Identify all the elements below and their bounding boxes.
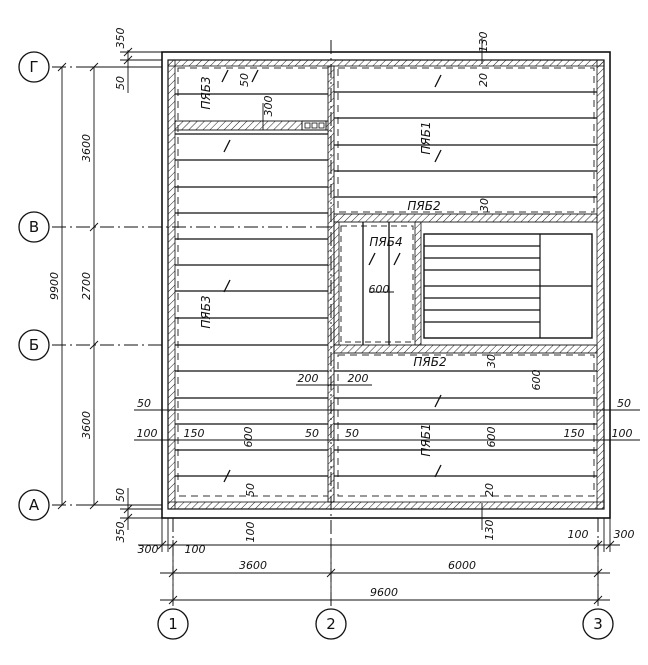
dim-mid-200-left: 200 (298, 372, 319, 385)
dim-inner-50-left: 50 (305, 427, 319, 440)
svg-text:1: 1 (168, 615, 178, 633)
dim-rhs-100: 100 (612, 427, 633, 440)
dim-rhs-50: 50 (617, 397, 631, 410)
building-outline (161, 51, 611, 519)
dim-mid-30-a: 30 (478, 198, 491, 212)
top-wall-band (167, 59, 605, 67)
dim-left-350-top: 350 (114, 28, 127, 49)
svg-text:В: В (29, 218, 39, 236)
right-wall-band (596, 59, 605, 510)
dim-rhs-150: 150 (564, 427, 585, 440)
dim-top-130: 130 (477, 32, 490, 53)
label-pyab3-top: ПЯБ3 (199, 76, 213, 109)
dim-bottom-300-right: 300 (614, 528, 635, 541)
label-pyab1-bottom: ПЯБ1 (419, 423, 433, 456)
slab-tick (434, 464, 442, 478)
dim-lhs-50: 50 (137, 397, 151, 410)
dim-top-50: 50 (238, 73, 251, 87)
dim-bottom-9600: 9600 (370, 586, 398, 599)
beam-mid-right (333, 213, 598, 223)
vent-block (301, 120, 327, 131)
axis-bubble-G: Г (18, 51, 50, 83)
dim-left-50-bottom: 50 (114, 488, 127, 502)
slab-tick (434, 394, 442, 408)
zone-stair-dashed (340, 225, 414, 343)
slab-tick (223, 279, 231, 293)
dim-bottom-100-right: 100 (568, 528, 589, 541)
axis-bubble-3: 3 (582, 608, 614, 640)
dim-left-350-bottom: 350 (114, 522, 127, 543)
label-pyab4: ПЯБ4 (369, 235, 402, 249)
slab-tick (223, 139, 231, 153)
slab-tick (221, 69, 229, 83)
zone-left-dashed (177, 67, 329, 497)
vent-cell (318, 122, 325, 129)
slab-tick (434, 149, 442, 163)
dim-bottom-300-left: 300 (138, 543, 159, 556)
beam-low-right (333, 344, 598, 354)
dim-top-20: 20 (477, 73, 490, 87)
label-pyab3-left: ПЯБ3 (199, 295, 213, 328)
dim-left-2700: 2700 (80, 272, 93, 300)
dim-bottom-20: 20 (483, 483, 496, 497)
dim-mid-30-b: 30 (485, 354, 498, 368)
dim-bottom-6000: 6000 (448, 559, 476, 572)
dim-left-9900: 9900 (48, 272, 61, 300)
dim-bottom-3600: 3600 (239, 559, 267, 572)
svg-text:Б: Б (29, 336, 39, 354)
dim-right-600: 600 (530, 370, 543, 391)
dim-stair-600: 600 (369, 283, 390, 296)
svg-text:А: А (29, 496, 40, 514)
stair-wall-left (333, 221, 340, 346)
slab-lines (175, 69, 597, 483)
bottom-dimension-lines (138, 518, 620, 606)
dim-lhs-100: 100 (137, 427, 158, 440)
svg-text:2: 2 (326, 615, 336, 633)
axis-bubble-V: В (18, 211, 50, 243)
left-wall-band (167, 59, 176, 510)
axis-bubble-B: Б (18, 329, 50, 361)
dim-left-3600-top: 3600 (80, 134, 93, 162)
vent-cell (304, 122, 311, 129)
axis-bubble-2: 2 (315, 608, 347, 640)
dim-inner-50-right: 50 (345, 427, 359, 440)
dim-bottom-100-left-chain: 100 (185, 543, 206, 556)
dim-mid-200-right: 200 (348, 372, 369, 385)
slab-tick (251, 69, 259, 83)
label-pyab2-bottom: ПЯБ2 (413, 355, 446, 369)
slab-tick (368, 252, 376, 266)
label-pyab2-top: ПЯБ2 (407, 199, 440, 213)
dim-bottom-130: 130 (483, 520, 496, 541)
left-dimension-lines (57, 47, 162, 530)
slab-tick (393, 252, 401, 266)
axis-bubble-A: А (18, 489, 50, 521)
dim-bottom-50: 50 (244, 483, 257, 497)
stair-wall-right (414, 221, 422, 346)
slab-tick (223, 469, 231, 483)
svg-text:3: 3 (593, 615, 603, 633)
inner-dimension-lines (134, 38, 640, 530)
dim-left-50-top: 50 (114, 76, 127, 90)
dim-inner-600-right: 600 (485, 427, 498, 448)
dim-inner-600-left: 600 (242, 427, 255, 448)
zone-top-right-dashed (337, 67, 595, 213)
svg-text:Г: Г (29, 58, 38, 76)
bottom-wall-band (167, 501, 605, 510)
zone-bottom-right-dashed (337, 354, 595, 497)
axis-bubble-1: 1 (157, 608, 189, 640)
dim-top-300: 300 (262, 96, 275, 117)
slab-tick (434, 74, 442, 88)
label-pyab1-top: ПЯБ1 (419, 121, 433, 154)
dim-left-3600-bottom: 3600 (80, 411, 93, 439)
vent-cell (311, 122, 318, 129)
dim-bottom-100-left: 100 (244, 522, 257, 543)
dim-lhs-150: 150 (184, 427, 205, 440)
